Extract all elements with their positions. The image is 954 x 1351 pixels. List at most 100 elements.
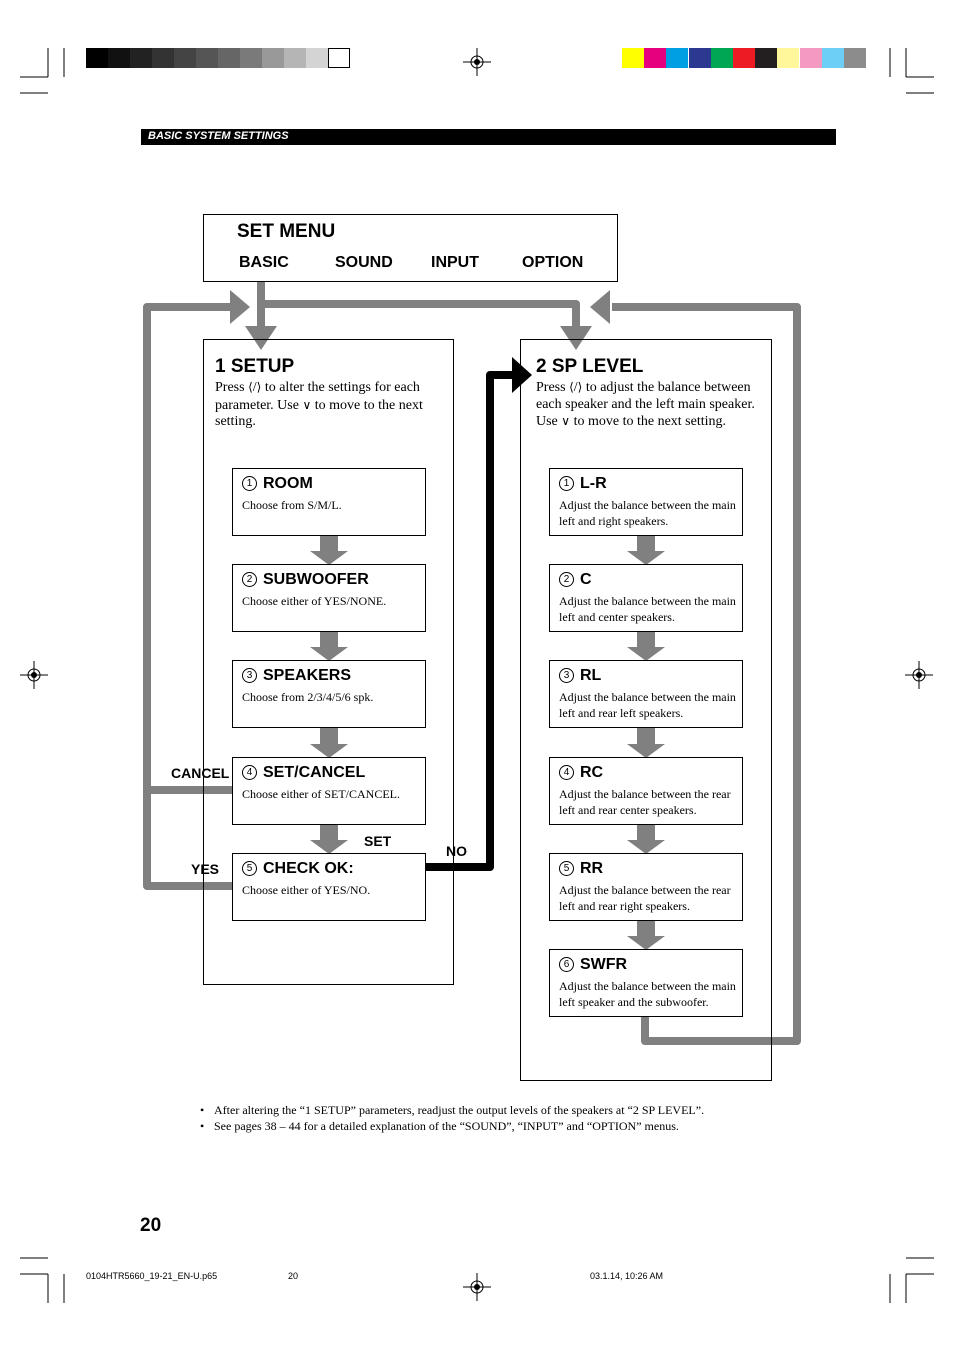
flow-down-arrow-head (310, 840, 348, 854)
flow-down-arrow-shaft (320, 825, 338, 841)
item-number: 2 (242, 572, 257, 587)
setup-title: 1 SETUP (215, 356, 295, 377)
flow-down-arrow-head (627, 744, 665, 758)
note-item: •After altering the “1 SETUP” parameters… (200, 1103, 705, 1117)
menu-tab-input[interactable]: INPUT (431, 254, 479, 271)
item-number: 5 (559, 861, 574, 876)
sp-level-panel (520, 339, 772, 1081)
set-menu-title: SET MENU (237, 221, 336, 242)
item-description: Choose from 2/3/4/5/6 spk. (242, 690, 374, 704)
flow-down-arrow-shaft (320, 728, 338, 745)
flow-down-arrow-head (627, 551, 665, 565)
setup-description: Press ⟨/⟩ to alter the settings for each… (215, 380, 423, 429)
page-number: 20 (140, 1215, 162, 1236)
item-description: Choose either of SET/CANCEL. (242, 787, 400, 801)
gray-swatch (152, 48, 174, 68)
flow-down-arrow-shaft (320, 632, 338, 648)
gray-swatch (130, 48, 152, 68)
gray-swatch (196, 48, 218, 68)
item-number: 1 (242, 476, 257, 491)
down-chevron-icon: ∨ (302, 397, 312, 412)
notes-list: •After altering the “1 SETUP” parameters… (200, 1102, 840, 1134)
no-label: NO (446, 843, 467, 859)
color-swatch (688, 48, 711, 68)
item-number: 6 (559, 957, 574, 972)
item-description: Adjust the balance between the rear left… (559, 883, 731, 913)
item-description: Adjust the balance between the main left… (559, 979, 736, 1009)
color-swatch (844, 48, 866, 68)
set-menu-box: SET MENU BASIC SOUND INPUT OPTION (203, 214, 618, 282)
flow-down-arrow-shaft (637, 536, 655, 552)
item-number: 1 (559, 476, 574, 491)
color-swatch (622, 48, 644, 68)
flow-down-arrow-head (310, 647, 348, 661)
color-swatch (821, 48, 844, 68)
left-chevron-icon: ⟨ (248, 380, 253, 394)
footer-file: 0104HTR5660_19-21_EN-U.p65 (86, 1271, 218, 1281)
gray-swatch (240, 48, 262, 68)
flow-down-arrow-head (627, 647, 665, 661)
setup-panel (203, 339, 454, 985)
menu-tab-basic[interactable]: BASIC (239, 254, 289, 271)
set-label: SET (364, 833, 392, 849)
gray-swatch (262, 48, 284, 68)
flow-down-arrow-head (627, 840, 665, 854)
menu-tab-option[interactable]: OPTION (522, 254, 584, 271)
sp-level-title: 2 SP LEVEL (536, 356, 644, 377)
gray-swatch (328, 48, 350, 68)
section-header-text: BASIC SYSTEM SETTINGS (148, 130, 289, 142)
item-description: Adjust the balance between the rear left… (559, 787, 731, 817)
left-chevron-icon: ⟨ (569, 380, 574, 394)
footer-timestamp: 03.1.14, 10:26 AM (590, 1271, 664, 1281)
color-swatch (733, 48, 755, 68)
menu-tab-sound[interactable]: SOUND (335, 254, 393, 271)
color-swatch (755, 48, 778, 68)
item-description: Choose either of YES/NO. (242, 883, 371, 897)
sp-level-description: Press ⟨/⟩ to adjust the balance between … (536, 380, 755, 429)
footer-page: 20 (288, 1271, 299, 1281)
color-swatch (666, 48, 689, 68)
right-chevron-icon: ⟩ (256, 380, 262, 394)
item-number: 4 (559, 765, 574, 780)
gray-swatch (284, 48, 306, 68)
item-description: Choose either of YES/NONE. (242, 594, 387, 608)
cancel-label: CANCEL (171, 765, 230, 781)
note-item: •See pages 38 – 44 for a detailed explan… (200, 1119, 679, 1133)
flow-down-arrow-head (627, 936, 665, 950)
color-swatch (710, 48, 733, 68)
item-number: 2 (559, 572, 574, 587)
down-chevron-icon: ∨ (561, 414, 571, 428)
flow-down-arrow-shaft (637, 921, 655, 937)
color-swatch (799, 48, 822, 68)
item-number: 3 (242, 668, 257, 683)
section-header-bar: BASIC SYSTEM SETTINGS (141, 129, 836, 145)
gray-swatch (108, 48, 130, 68)
item-number: 4 (242, 765, 257, 780)
flow-down-arrow-head (310, 744, 348, 758)
yes-label: YES (191, 861, 220, 877)
item-number: 3 (559, 668, 574, 683)
item-description: Choose from S/M/L. (242, 498, 342, 512)
flow-down-arrow-shaft (637, 825, 655, 841)
item-description: Adjust the balance between the main left… (559, 690, 736, 720)
